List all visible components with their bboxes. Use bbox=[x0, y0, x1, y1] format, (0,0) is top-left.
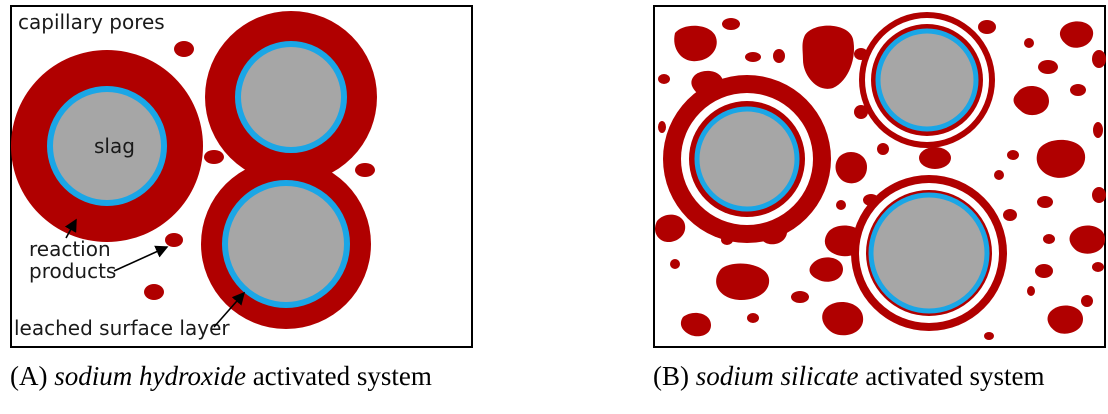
reaction-product-blob bbox=[716, 263, 770, 301]
slag-core bbox=[235, 41, 347, 153]
panel-a-sodium-hydroxide: capillary pores slag reaction products l… bbox=[10, 5, 473, 348]
reaction-product-blob bbox=[836, 200, 846, 210]
reaction-product-blob bbox=[745, 52, 761, 62]
reaction-product-blob bbox=[1047, 305, 1083, 334]
panel-a-diagram: capillary pores slag reaction products l… bbox=[10, 5, 473, 348]
reaction-product-blob bbox=[773, 49, 785, 63]
reaction-product-blob bbox=[655, 214, 686, 243]
arrow-reaction-products-rim bbox=[64, 218, 77, 239]
caption-b-suffix: activated system bbox=[865, 361, 1045, 391]
reaction-product-blob bbox=[1038, 60, 1058, 74]
slag-core bbox=[47, 86, 167, 206]
particle-top-right bbox=[859, 12, 995, 148]
reaction-product-blob bbox=[1013, 86, 1049, 116]
caption-a-activator: sodium hydroxide bbox=[54, 361, 246, 391]
reaction-product-blob bbox=[802, 25, 855, 89]
panel-b-sodium-silicate bbox=[653, 5, 1106, 348]
label-capillary-pores: capillary pores bbox=[18, 10, 165, 34]
arrow-reaction-products-blob bbox=[113, 245, 169, 272]
reaction-product-blob bbox=[1036, 139, 1086, 178]
reaction-product-blob bbox=[1024, 38, 1034, 48]
reaction-product-blob bbox=[1092, 187, 1106, 203]
reaction-product-blob bbox=[144, 284, 164, 300]
reaction-product-blob bbox=[994, 170, 1004, 180]
reaction-product-blob bbox=[1043, 234, 1055, 244]
reaction-product-blob bbox=[1027, 286, 1035, 296]
reaction-product-blob bbox=[680, 312, 711, 337]
reaction-product-blob bbox=[722, 18, 740, 30]
reaction-product-blob bbox=[204, 150, 224, 164]
panel-b-diagram bbox=[653, 5, 1106, 348]
reaction-product-blob bbox=[670, 259, 680, 269]
slag-core bbox=[868, 192, 990, 314]
caption-a-letter: (A) bbox=[10, 361, 48, 391]
slag-core bbox=[875, 28, 979, 132]
reaction-product-blob bbox=[877, 143, 889, 155]
reaction-product-blob bbox=[1070, 84, 1086, 96]
particle-bottom-right bbox=[851, 175, 1007, 331]
slag-core bbox=[694, 106, 800, 212]
reaction-product-blob bbox=[1035, 264, 1053, 278]
reaction-product-blob bbox=[822, 302, 864, 336]
reaction-product-blob bbox=[984, 332, 994, 340]
caption-b: (B) sodium silicate activated system bbox=[653, 352, 1044, 400]
caption-b-activator: sodium silicate bbox=[695, 361, 859, 391]
label-products: products bbox=[29, 259, 116, 283]
reaction-product-blob bbox=[1007, 150, 1019, 160]
particle-left bbox=[11, 50, 203, 242]
reaction-product-blob bbox=[978, 20, 996, 34]
reaction-product-blob bbox=[1059, 21, 1094, 48]
reaction-product-blob bbox=[658, 121, 666, 133]
reaction-product-blob bbox=[165, 233, 183, 247]
label-reaction: reaction bbox=[29, 237, 111, 261]
reaction-product-blob bbox=[1092, 50, 1106, 68]
reaction-product-blob bbox=[809, 257, 843, 282]
reaction-product-blob bbox=[1081, 295, 1093, 307]
slag-core bbox=[222, 180, 350, 308]
reaction-product-blob bbox=[1003, 209, 1017, 221]
reaction-product-blob bbox=[174, 41, 194, 57]
reaction-product-blob bbox=[747, 313, 759, 323]
arrow-leached-surface-layer bbox=[213, 291, 246, 328]
reaction-product-blob bbox=[835, 152, 867, 184]
caption-a: (A) sodium hydroxide activated system bbox=[10, 352, 432, 400]
reaction-product-blob bbox=[791, 291, 809, 303]
particle-bottom-right bbox=[201, 159, 371, 329]
reaction-product-blob bbox=[674, 25, 717, 62]
particle-top-right bbox=[205, 11, 377, 183]
label-leached-surface-layer: leached surface layer bbox=[14, 316, 230, 340]
caption-b-letter: (B) bbox=[653, 361, 689, 391]
reaction-product-blob bbox=[355, 163, 375, 177]
reaction-product-blob bbox=[1069, 225, 1105, 254]
reaction-product-blob bbox=[854, 105, 868, 119]
reaction-product-blob bbox=[1037, 196, 1053, 208]
caption-a-suffix: activated system bbox=[252, 361, 432, 391]
reaction-product-blob bbox=[658, 74, 670, 84]
reaction-product-blob bbox=[1092, 262, 1104, 272]
reaction-product-blob bbox=[919, 147, 951, 169]
reaction-product-blob bbox=[1093, 122, 1103, 138]
label-slag: slag bbox=[94, 134, 135, 158]
particle-left bbox=[663, 75, 831, 243]
